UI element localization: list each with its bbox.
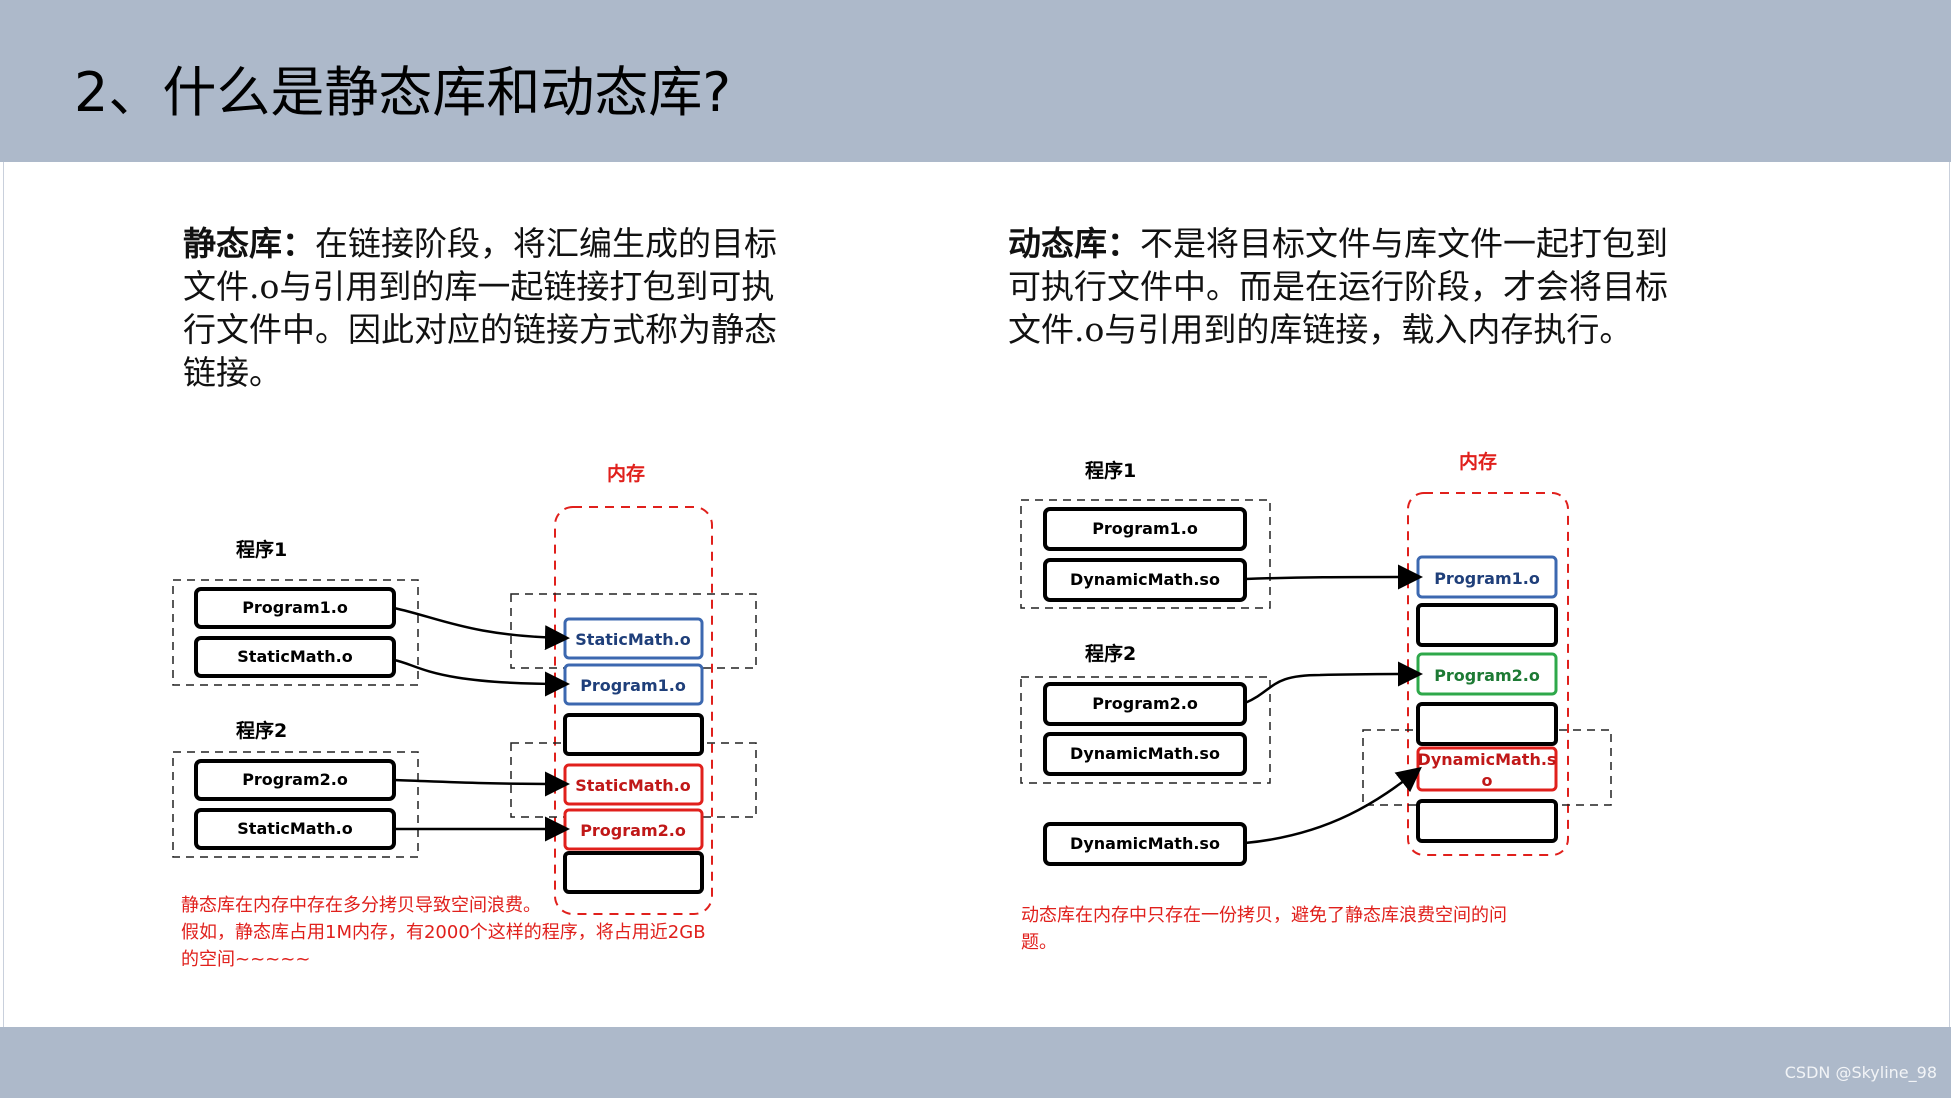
- dynamic-arrow-shared-lib: [1244, 766, 1422, 845]
- header-band: [0, 0, 1951, 162]
- dynamic-memory-slot-5: DynamicMath.s o: [1416, 746, 1558, 792]
- static-memory-column: [554, 506, 713, 915]
- dynamic-memory-slot-6: [1416, 799, 1558, 843]
- dynamic-note-line-1: 动态库在内存中只存在一份拷贝，避免了静态库浪费空间的问: [1021, 905, 1507, 926]
- dynamic-memory-slot-1: Program1.o: [1416, 555, 1558, 599]
- static-program1-object-box: Program1.o: [194, 587, 396, 629]
- static-library-note: 静态库在内存中存在多分拷贝导致空间浪费。 假如，静态库占用1M内存，有2000个…: [181, 892, 821, 973]
- dynamic-diagram: 内存 程序1 程序2 Program1.o DynamicMath.so Pro…: [1020, 450, 1612, 866]
- static-memory-slot-5: Program2.o: [563, 808, 704, 851]
- dynamic-memory-slot-5-label-line1: DynamicMath.s: [1418, 750, 1557, 769]
- static-memory-slot-1: StaticMath.o: [563, 617, 704, 660]
- static-memory-slot-1-label: StaticMath.o: [575, 630, 690, 649]
- static-arrow-program1: [393, 606, 570, 651]
- static-arrow-lib1: [393, 658, 570, 697]
- dynamic-note-line-2: 题。: [1021, 932, 1057, 953]
- dynamic-memory-column: [1407, 492, 1569, 856]
- static-program2-group: [172, 751, 419, 858]
- dynamic-memory-slot-5-label-line2: o: [1482, 771, 1493, 790]
- dynamic-memory-slot-3-label: Program2.o: [1434, 666, 1540, 685]
- dynamic-program1-lib-box: DynamicMath.so: [1043, 558, 1247, 602]
- static-arrow-program2: [393, 771, 570, 797]
- static-program1-label: 程序1: [236, 538, 287, 561]
- dynamic-program2-lib-label: DynamicMath.so: [1070, 744, 1220, 763]
- static-diagram: 内存 程序1 程序2 Program1.o StaticMath.o Progr…: [172, 462, 757, 915]
- dynamic-memory-label: 内存: [1459, 450, 1497, 473]
- static-program2-lib-box: StaticMath.o: [194, 808, 396, 850]
- static-program2-object-box: Program2.o: [194, 759, 396, 801]
- dynamic-memory-slot-4: [1416, 702, 1558, 746]
- static-memory-slot-4-label: StaticMath.o: [575, 776, 690, 795]
- watermark: CSDN @Skyline_98: [1784, 1063, 1937, 1082]
- dynamic-program2-object-label: Program2.o: [1092, 694, 1198, 713]
- dynamic-program1-group: [1020, 499, 1271, 609]
- dynamic-memory-slot-3: Program2.o: [1416, 652, 1558, 696]
- static-program1-object-label: Program1.o: [242, 598, 348, 617]
- static-note-line-3: 的空间~~~~~: [181, 949, 311, 970]
- dynamic-library-body: 不是将目标文件与库文件一起打包到可执行文件中。而是在运行阶段，才会将目标文件.o…: [1008, 224, 1668, 349]
- static-library-description: 静态库：在链接阶段，将汇编生成的目标文件.o与引用到的库一起链接打包到可执行文件…: [183, 222, 783, 394]
- static-memory-slot-2: Program1.o: [563, 663, 704, 706]
- dynamic-program1-object-label: Program1.o: [1092, 519, 1198, 538]
- dynamic-arrow-lib1: [1244, 564, 1423, 590]
- static-memory-slot-5-label: Program2.o: [580, 821, 686, 840]
- static-memory-slot-3: [563, 713, 704, 756]
- dynamic-program1-lib-label: DynamicMath.so: [1070, 570, 1220, 589]
- dynamic-memory-slot-2: [1416, 603, 1558, 647]
- static-memory-slot-4: StaticMath.o: [563, 763, 704, 806]
- static-library-lead: 静态库：: [183, 224, 315, 263]
- dynamic-program2-lib-box: DynamicMath.so: [1043, 732, 1247, 776]
- slide-title: 2、什么是静态库和动态库?: [74, 61, 732, 124]
- dynamic-library-note: 动态库在内存中只存在一份拷贝，避免了静态库浪费空间的问 题。: [1021, 902, 1621, 956]
- static-program2-label: 程序2: [236, 719, 287, 742]
- static-program2-object-label: Program2.o: [242, 770, 348, 789]
- static-note-line-1: 静态库在内存中存在多分拷贝导致空间浪费。: [181, 895, 541, 916]
- dynamic-library-lead: 动态库：: [1008, 224, 1140, 263]
- dynamic-extra-lib-box: DynamicMath.so: [1043, 822, 1247, 866]
- dynamic-arrow-program2: [1244, 661, 1423, 705]
- dynamic-shared-frame: [1362, 729, 1612, 806]
- static-memory-label: 内存: [607, 462, 645, 485]
- static-memory-slot-2-label: Program1.o: [580, 676, 686, 695]
- dynamic-library-description: 动态库：不是将目标文件与库文件一起打包到可执行文件中。而是在运行阶段，才会将目标…: [1008, 222, 1673, 351]
- static-library-body: 在链接阶段，将汇编生成的目标文件.o与引用到的库一起链接打包到可执行文件中。因此…: [183, 224, 777, 392]
- static-note-line-2: 假如，静态库占用1M内存，有2000个这样的程序，将占用近2GB: [181, 922, 706, 943]
- static-program1-group: [172, 579, 419, 686]
- dynamic-extra-lib-label: DynamicMath.so: [1070, 834, 1220, 853]
- dynamic-memory-slot-1-label: Program1.o: [1434, 569, 1540, 588]
- static-program2-lib-label: StaticMath.o: [237, 819, 352, 838]
- static-program1-lib-box: StaticMath.o: [194, 636, 396, 678]
- dynamic-program2-label: 程序2: [1085, 642, 1136, 665]
- static-program1-lib-label: StaticMath.o: [237, 647, 352, 666]
- dynamic-program1-label: 程序1: [1085, 459, 1136, 482]
- static-memory-slot-6: [563, 851, 704, 894]
- footer-band: [0, 1027, 1951, 1098]
- dynamic-program2-group: [1020, 676, 1271, 784]
- dynamic-program1-object-box: Program1.o: [1043, 507, 1247, 551]
- dynamic-program2-object-box: Program2.o: [1043, 682, 1247, 726]
